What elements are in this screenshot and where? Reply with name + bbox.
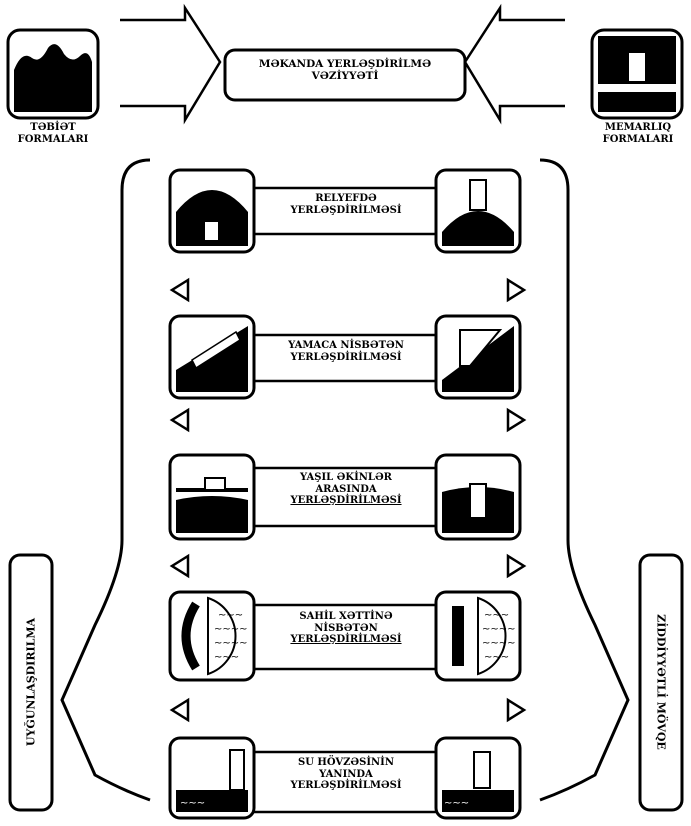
nature-forms-icon bbox=[6, 28, 100, 120]
separator-triangles bbox=[169, 277, 527, 723]
svg-text:~~~~: ~~~~ bbox=[214, 624, 248, 635]
right-side-label: ZİDDİYYƏTLİ MÖVQE bbox=[654, 614, 668, 750]
architecture-forms-label: MEMARLIQ FORMALARI bbox=[602, 122, 674, 145]
row-relyef bbox=[168, 168, 522, 254]
left-side-box bbox=[8, 553, 54, 812]
row-yasil bbox=[168, 453, 522, 541]
water-left-icon: ~~~ bbox=[168, 736, 256, 820]
left-triangle-icon bbox=[169, 697, 190, 723]
water-right-icon: ~~~ bbox=[434, 736, 522, 820]
row-sahil: ~~~ ~~~~ ~~~~ ~~~ ~~~ ~~~~ ~~~~ ~~~ bbox=[168, 590, 522, 682]
row-yamac-label: YAMACA NİSBƏTƏN YERLƏŞDİRİLMƏSİ bbox=[288, 340, 404, 363]
svg-text:~~~~: ~~~~ bbox=[214, 638, 248, 649]
left-triangle-icon bbox=[169, 553, 190, 579]
relief-left-icon bbox=[168, 168, 256, 254]
svg-text:~~~: ~~~ bbox=[484, 610, 509, 621]
shore-left-icon: ~~~ ~~~~ ~~~~ ~~~ bbox=[168, 590, 256, 682]
svg-text:~~~: ~~~ bbox=[214, 652, 239, 663]
right-triangle-icon bbox=[506, 407, 527, 433]
left-triangle-icon bbox=[169, 277, 190, 303]
fields-left-icon bbox=[168, 453, 256, 541]
relief-right-icon bbox=[434, 168, 522, 254]
svg-text:~~~~: ~~~~ bbox=[482, 624, 516, 635]
svg-text:~~~: ~~~ bbox=[180, 798, 205, 809]
left-triangle-icon bbox=[169, 407, 190, 433]
svg-text:~~~: ~~~ bbox=[218, 610, 243, 621]
row-yasil-label: YAŞIL ƏKİNLƏR ARASINDA YERLƏŞDİRİLMƏSİ bbox=[290, 472, 402, 506]
row-su-label: SU HÖVZƏSİNİN YANINDA YERLƏŞDİRİLMƏSİ bbox=[290, 757, 402, 791]
architecture-forms-icon bbox=[590, 28, 684, 120]
left-bracket bbox=[60, 158, 151, 802]
left-input-arrow bbox=[120, 3, 222, 125]
shore-right-icon: ~~~ ~~~~ ~~~~ ~~~ bbox=[434, 590, 522, 682]
right-triangle-icon bbox=[506, 277, 527, 303]
right-side-box bbox=[638, 553, 684, 812]
fields-right-icon bbox=[434, 453, 522, 541]
nature-forms-label: TƏBİƏT FORMALARI bbox=[17, 122, 89, 145]
row-su: ~~~ ~~~ bbox=[168, 736, 522, 820]
svg-text:~~~~: ~~~~ bbox=[482, 638, 516, 649]
right-bracket bbox=[539, 158, 630, 802]
slope-left-icon bbox=[168, 314, 256, 400]
row-relyef-label: RELYEFDƏ YERLƏŞDİRİLMƏSİ bbox=[290, 193, 402, 216]
row-sahil-label: SAHİL XƏTTİNƏ NİSBƏTƏN YERLƏŞDİRİLMƏSİ bbox=[290, 611, 402, 645]
title-label: MƏKANDA YERLƏŞDİRİLMƏ VƏZİYYƏTİ bbox=[258, 58, 432, 83]
svg-text:~~~: ~~~ bbox=[444, 798, 469, 809]
right-input-arrow bbox=[463, 3, 565, 125]
right-triangle-icon bbox=[506, 553, 527, 579]
svg-text:~~~: ~~~ bbox=[484, 652, 509, 663]
left-side-label: UYĞUNLAŞDIRILMA bbox=[24, 617, 38, 747]
slope-right-icon bbox=[434, 314, 522, 400]
row-yamac bbox=[168, 314, 522, 400]
right-triangle-icon bbox=[506, 697, 527, 723]
title-box bbox=[223, 48, 467, 102]
